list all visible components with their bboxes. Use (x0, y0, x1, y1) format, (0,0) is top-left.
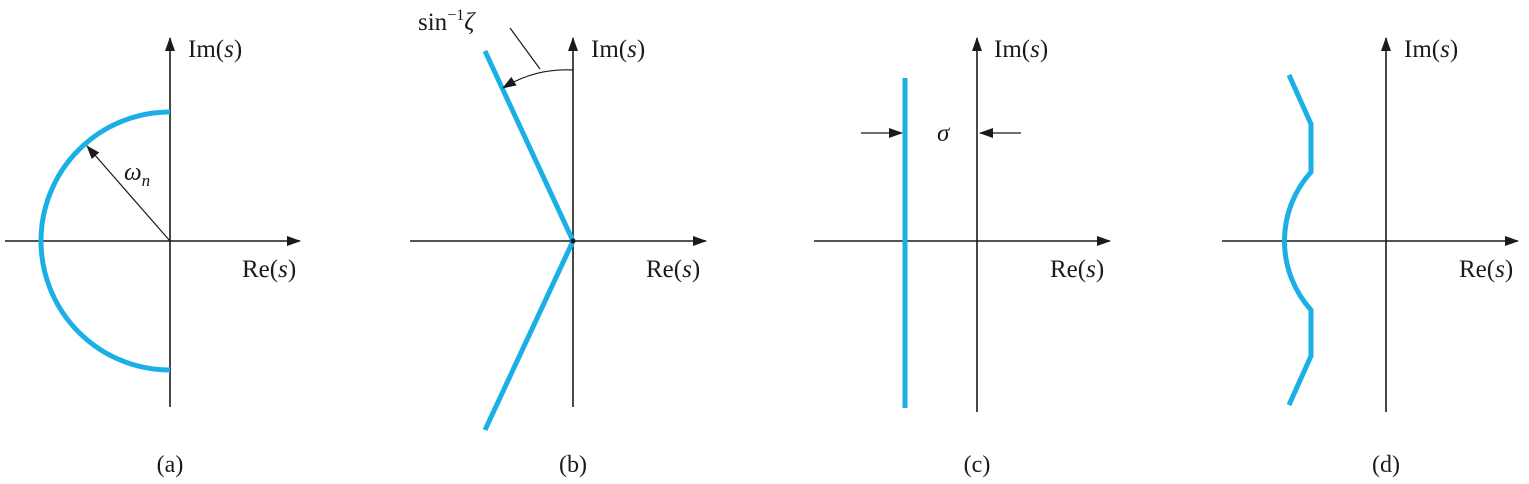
re-axis-label: Re(s) (242, 256, 296, 283)
angle-arc (502, 69, 574, 89)
sigma-label: σ (937, 120, 951, 147)
im-axis-label: Im(s) (994, 36, 1048, 63)
re-axis-label: Re(s) (1459, 256, 1513, 283)
panel-a: Im(s) Re(s) ωn (a) (5, 36, 301, 478)
re-axis-label: Re(s) (1050, 256, 1104, 283)
panel-b: Im(s) Re(s) sin−1ζ (b) (410, 7, 707, 478)
im-axis-label: Im(s) (188, 36, 242, 63)
combined-region-boundary (1281, 73, 1314, 407)
angle-label: sin−1ζ (418, 7, 476, 36)
angle-leader-line (509, 27, 541, 70)
radius-arrow (86, 145, 171, 242)
caption-c: (c) (964, 452, 991, 478)
caption-b: (b) (559, 452, 587, 478)
im-axis-label: Im(s) (591, 36, 645, 63)
re-axis-label: Re(s) (646, 256, 700, 283)
origin-dot (570, 238, 576, 244)
caption-a: (a) (157, 452, 184, 478)
semicircle-region-boundary (38, 109, 171, 373)
im-axis-label: Im(s) (1404, 36, 1458, 63)
omega-n-label: ωn (124, 159, 150, 190)
panel-c: Im(s) Re(s) σ (c) (814, 36, 1111, 478)
panel-d: Im(s) Re(s) (d) (1222, 36, 1519, 478)
caption-d: (d) (1372, 452, 1400, 478)
